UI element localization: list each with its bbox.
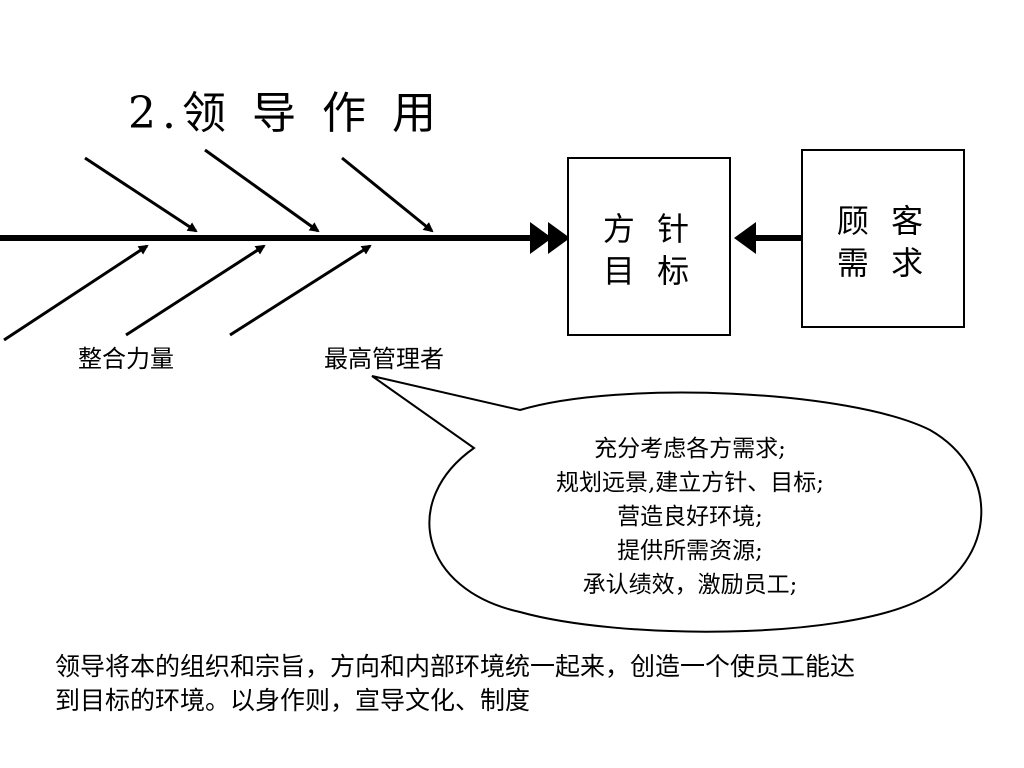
footer-line-1: 领导将本的组织和宗旨，方向和内部环境统一起来，创造一个使员工能达 bbox=[55, 652, 856, 681]
customer-line-1: 顾 客 bbox=[836, 202, 930, 240]
slide-title: 2.领 导 作 用 bbox=[128, 88, 442, 139]
target-box-text: 方 针 目 标 bbox=[568, 208, 730, 292]
callout-text: 充分考虑各方需求; 规划远景,建立方针、目标; 营造良好环境; 提供所需资源; … bbox=[470, 432, 910, 602]
target-line-1: 方 针 bbox=[602, 210, 696, 248]
target-box bbox=[567, 157, 731, 336]
bone-upper-1 bbox=[84, 156, 198, 233]
bone-lower-3 bbox=[229, 244, 372, 337]
spine-arrowhead bbox=[530, 222, 552, 254]
customer-line-2: 需 求 bbox=[836, 244, 930, 282]
callout-line: 充分考虑各方需求; bbox=[594, 436, 786, 462]
bone-upper-3 bbox=[341, 156, 434, 233]
bone-label-top-management: 最高管理者 bbox=[324, 345, 444, 373]
customer-box bbox=[801, 149, 965, 328]
callout-line: 营造良好环境; bbox=[617, 504, 763, 530]
bone-lower-1 bbox=[3, 244, 149, 342]
bone-upper-2 bbox=[204, 148, 320, 233]
customer-arrowhead bbox=[734, 222, 756, 254]
callout-bubble bbox=[371, 375, 983, 633]
customer-box-text: 顾 客 需 求 bbox=[802, 200, 964, 284]
bone-lower-2 bbox=[125, 244, 266, 337]
callout-line: 提供所需资源; bbox=[617, 538, 763, 564]
spine-arrowhead-double bbox=[548, 222, 570, 254]
callout-line: 承认绩效，激励员工; bbox=[582, 572, 798, 598]
callout-line: 规划远景,建立方针、目标; bbox=[555, 470, 825, 496]
target-line-2: 目 标 bbox=[602, 252, 696, 290]
footer-text: 领导将本的组织和宗旨，方向和内部环境统一起来，创造一个使员工能达 到目标的环境。… bbox=[55, 650, 985, 718]
bone-label-integrate: 整合力量 bbox=[78, 345, 174, 373]
footer-line-2: 到目标的环境。以身作则，宣导文化、制度 bbox=[55, 686, 531, 715]
